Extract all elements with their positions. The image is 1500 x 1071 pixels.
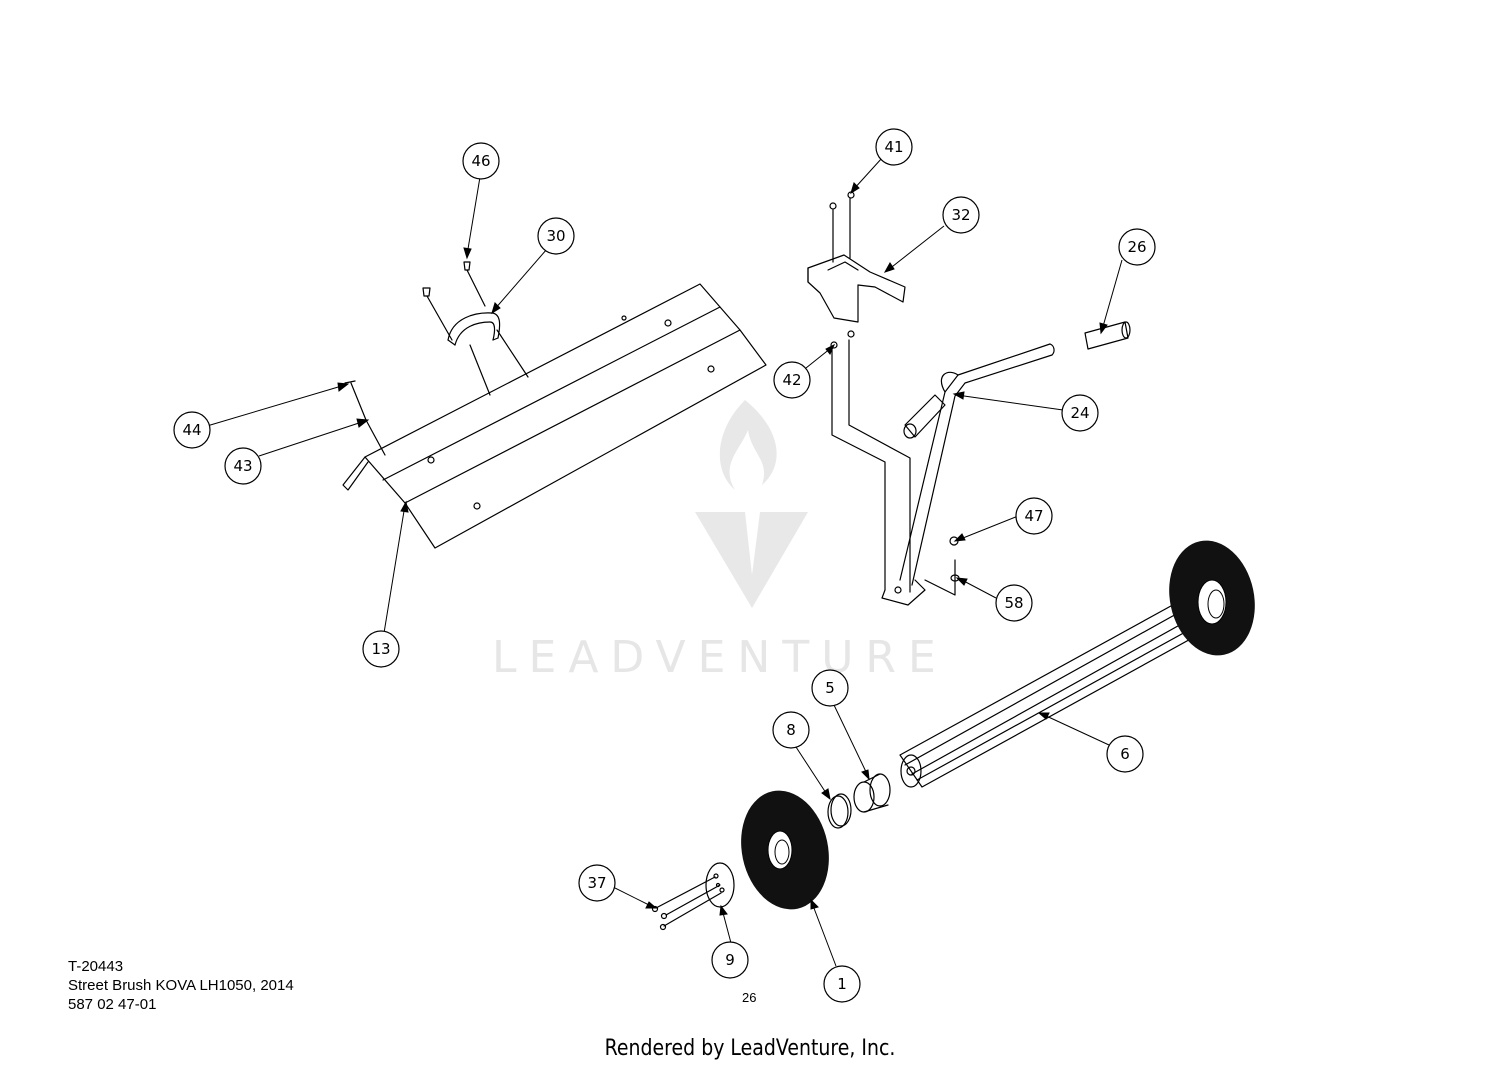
callout-30-label: 30 [546, 227, 565, 245]
callout-26-label: 26 [1127, 238, 1146, 256]
callout-1-label: 1 [837, 975, 847, 993]
callout-46[interactable]: 46 [462, 142, 500, 180]
callout-44[interactable]: 44 [173, 411, 211, 449]
callout-43[interactable]: 43 [224, 447, 262, 485]
callout-32[interactable]: 32 [942, 196, 980, 234]
callout-13[interactable]: 13 [362, 630, 400, 668]
pin-parts-43-44 [344, 380, 386, 456]
leader-lines [206, 157, 1123, 967]
sleeve-part-5 [853, 773, 891, 813]
callout-47-label: 47 [1024, 507, 1043, 525]
callout-6-label: 6 [1120, 745, 1130, 763]
callout-24-label: 24 [1070, 404, 1089, 422]
bracket-part-32 [807, 191, 906, 349]
callout-9[interactable]: 9 [711, 941, 749, 979]
bolts-part-37 [651, 876, 722, 931]
callout-8[interactable]: 8 [772, 711, 810, 749]
callout-44-label: 44 [182, 421, 201, 439]
callout-8-label: 8 [786, 721, 796, 739]
watermark-logo [695, 400, 808, 608]
callout-5-label: 5 [825, 679, 835, 697]
callout-41-label: 41 [884, 138, 903, 156]
drawing-product: Street Brush KOVA LH1050, 2014 [68, 977, 294, 994]
callout-24[interactable]: 24 [1061, 394, 1099, 432]
callout-37-label: 37 [587, 874, 606, 892]
drawing-code: T-20443 [68, 958, 124, 975]
footer-credit: Rendered by LeadVenture, Inc. [604, 1036, 896, 1061]
callout-30[interactable]: 30 [537, 217, 575, 255]
callout-5[interactable]: 5 [811, 669, 849, 707]
callout-9-label: 9 [725, 951, 735, 969]
callout-42-label: 42 [782, 371, 801, 389]
callout-13-label: 13 [371, 640, 390, 658]
callout-43-label: 43 [233, 457, 252, 475]
callout-32-label: 32 [951, 206, 970, 224]
callout-58-label: 58 [1004, 594, 1023, 612]
callout-6[interactable]: 6 [1106, 735, 1144, 773]
brush-cover-part-13 [342, 283, 767, 549]
bolts-part-46 [422, 261, 486, 341]
callout-26[interactable]: 26 [1118, 228, 1156, 266]
bracket-part-30 [447, 312, 501, 346]
callout-37[interactable]: 37 [578, 864, 616, 902]
callout-1[interactable]: 1 [823, 965, 861, 1003]
callout-46-label: 46 [471, 152, 490, 170]
watermark-text: LEADVENTURE [492, 632, 948, 683]
callout-58[interactable]: 58 [995, 584, 1033, 622]
page-number: 26 [742, 990, 757, 1005]
frame-rod-part-24 [831, 339, 1055, 606]
ring-part-8 [827, 793, 852, 829]
callout-41[interactable]: 41 [875, 128, 913, 166]
grip-part-26 [1084, 321, 1131, 350]
brush-disc-part-1 [741, 790, 829, 910]
callout-42[interactable]: 42 [773, 361, 811, 399]
brush-disc-far [1169, 540, 1255, 656]
callout-47[interactable]: 47 [1015, 497, 1053, 535]
drawing-part-number: 587 02 47-01 [68, 996, 157, 1013]
